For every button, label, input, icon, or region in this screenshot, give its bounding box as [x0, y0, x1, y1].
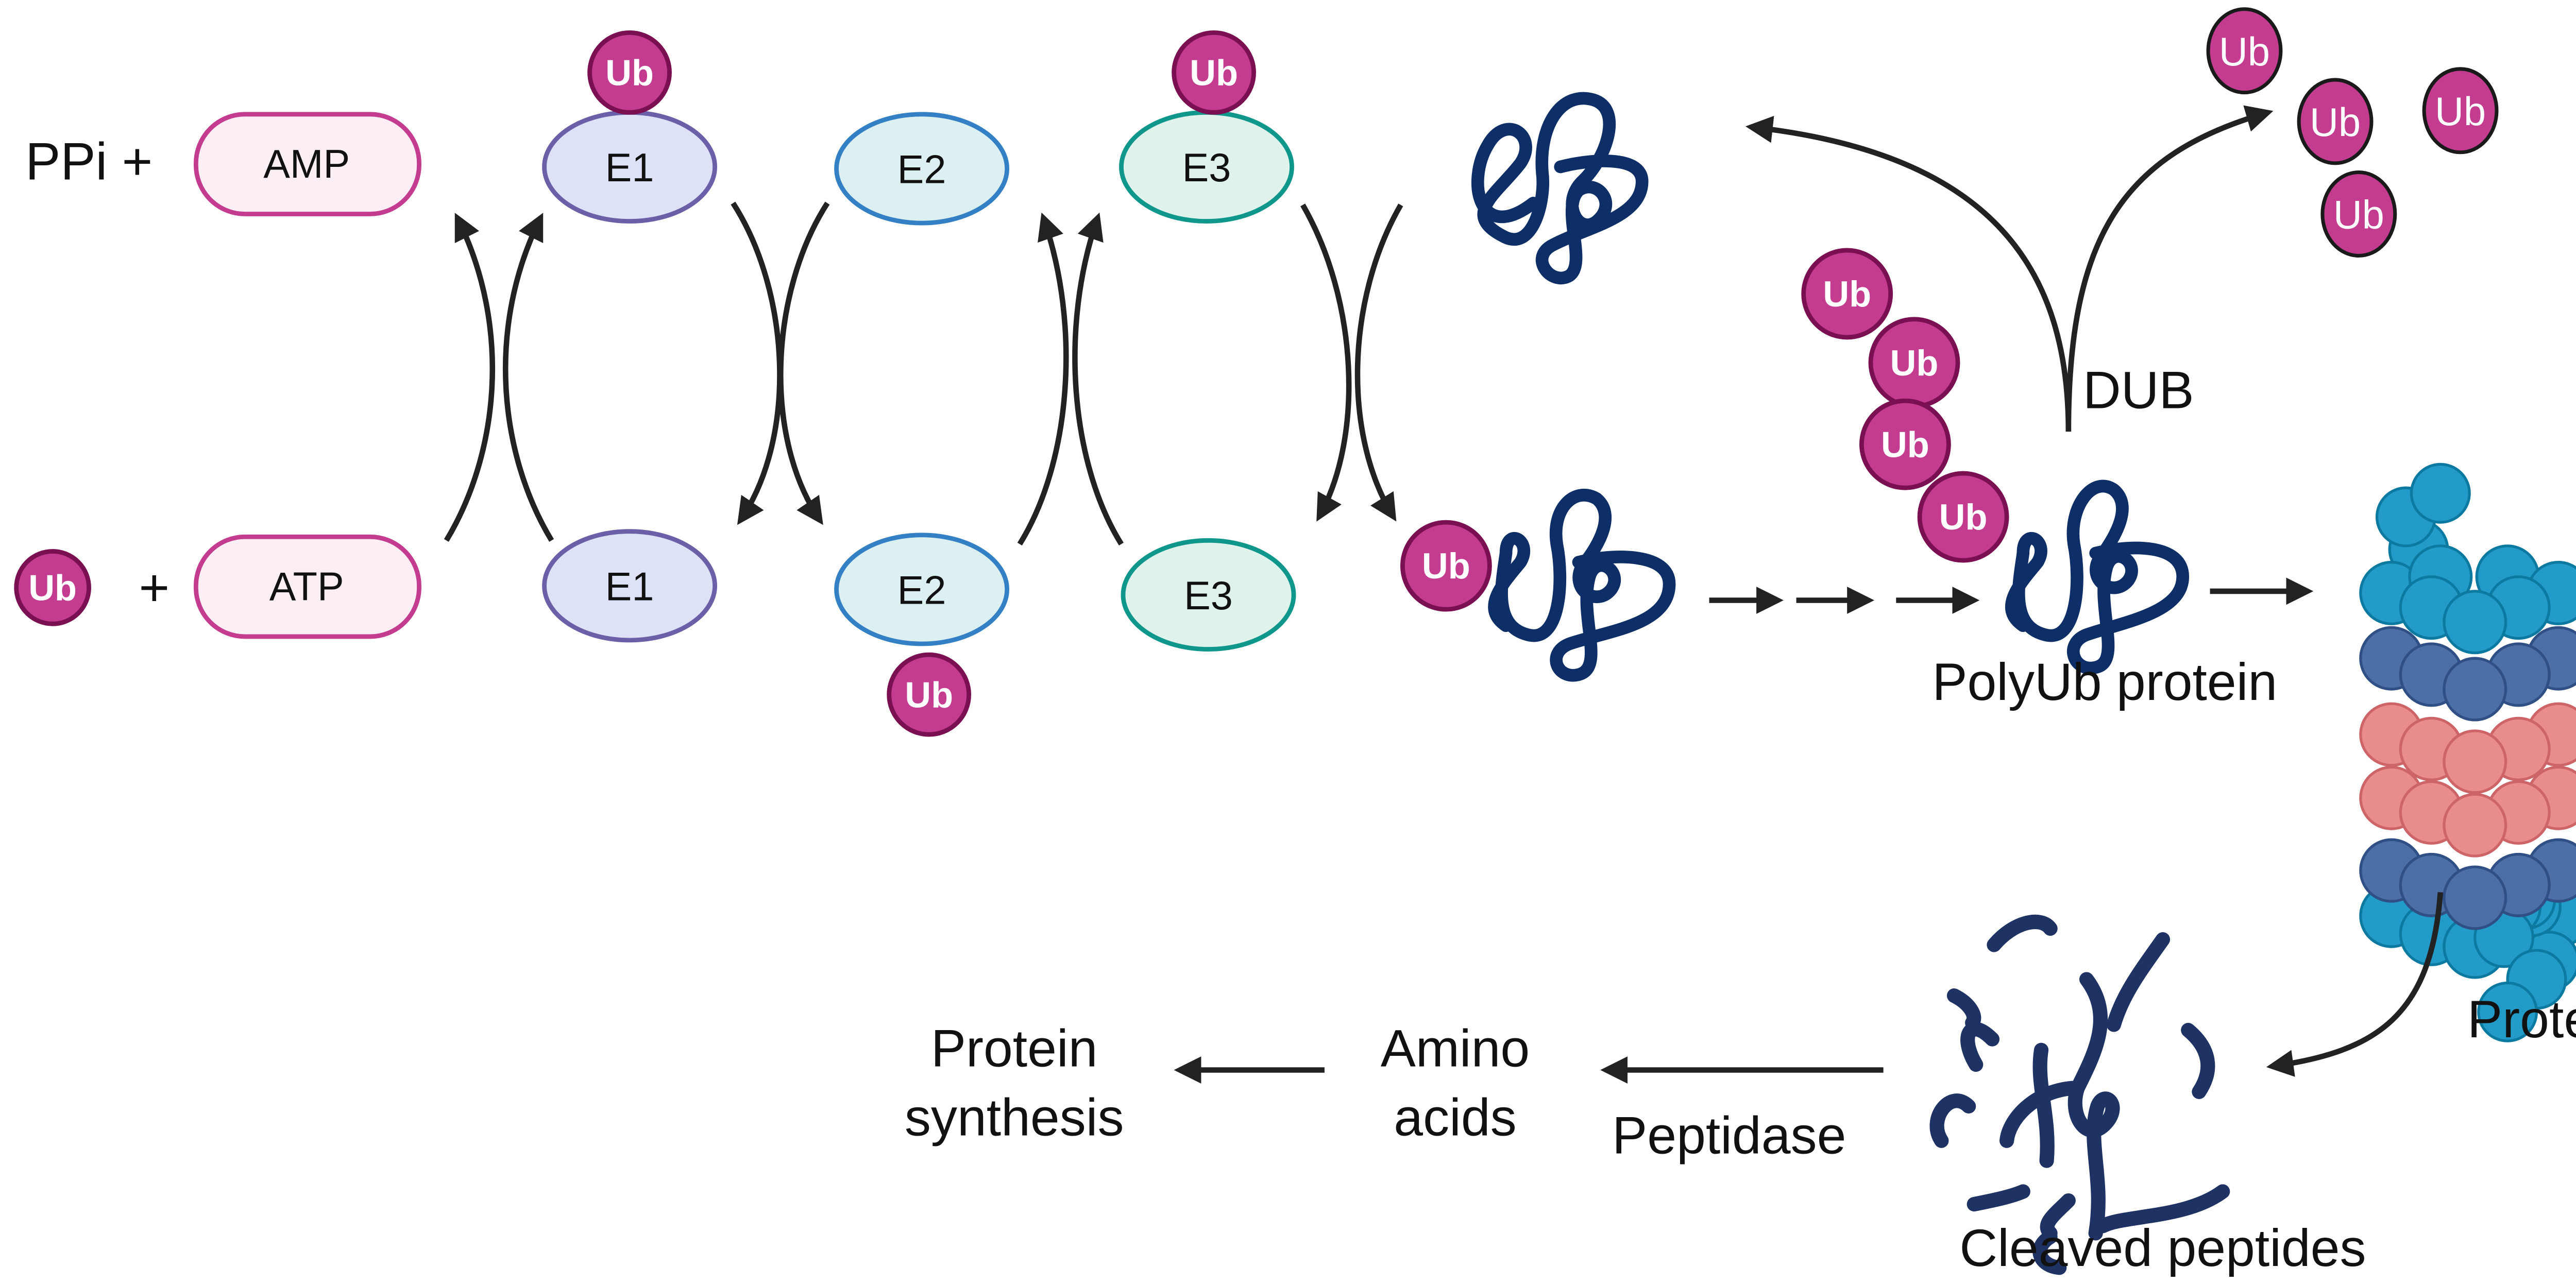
ub-label: Ub — [605, 53, 654, 93]
arrow-e1-activation — [502, 213, 554, 542]
e3-bottom-label: E3 — [1184, 574, 1233, 618]
arrow-dub-to-free-ub — [2065, 105, 2274, 432]
proteasome-label: Proteasome — [2467, 990, 2576, 1049]
substrate-protein-icon — [1471, 92, 1649, 285]
proteasome-alpha-bottom — [2359, 838, 2576, 930]
amp-node: AMP — [193, 112, 421, 216]
amp-label: AMP — [263, 142, 350, 186]
dub-label: DUB — [2083, 361, 2194, 419]
ub-protein: Ub — [1400, 489, 1676, 682]
e1-bottom-node: E1 — [542, 529, 717, 643]
e2-top-node: E2 — [834, 112, 1009, 226]
arrow-e3ub-to-e3 — [1300, 203, 1352, 522]
ub-label: Ub — [2310, 100, 2361, 145]
e3-top-node: E3 — [1119, 110, 1294, 224]
ub-label: Ub — [2435, 90, 2486, 134]
ub-label: Ub — [1190, 53, 1238, 93]
ub-label: Ub — [2333, 193, 2384, 237]
e2-bottom-label: E2 — [897, 569, 946, 613]
e1-top-node: E1 — [542, 110, 717, 224]
arrow-dub-to-protein — [1745, 115, 2072, 432]
proteasome-icon — [2359, 463, 2576, 1042]
arrow-e1ub-to-e1 — [731, 201, 783, 525]
peptidase-label: Peptidase — [1612, 1106, 1846, 1165]
proteasome-alpha-top — [2359, 626, 2576, 707]
e1-top-label: E1 — [605, 146, 654, 190]
e1-bottom-label: E1 — [605, 565, 654, 609]
proteasome-19s-top-front — [2399, 575, 2551, 655]
ub-label: Ub — [1823, 273, 1871, 314]
free-ubiquitins: Ub Ub Ub Ub — [2206, 7, 2499, 258]
polyub-protein-label: PolyUb protein — [1932, 653, 2277, 711]
cleaved-peptides-icon — [1929, 914, 2230, 1275]
e2-top-label: E2 — [897, 148, 946, 192]
protein-synthesis-label-line2: synthesis — [905, 1088, 1124, 1146]
ub-label: Ub — [905, 674, 953, 715]
protein-synthesis-label-line1: Protein — [931, 1019, 1098, 1077]
e3-ub: Ub — [1172, 30, 1256, 115]
cleaved-peptides-label: Cleaved peptides — [1959, 1219, 2366, 1277]
ub-label: Ub — [1939, 497, 1988, 537]
atp-node: ATP — [193, 534, 421, 639]
e2-ub: Ub — [887, 652, 972, 737]
arrow-e2-to-e2ub — [778, 201, 830, 525]
ub-label: Ub — [1890, 343, 1939, 383]
polyub-protein-icon — [2005, 480, 2190, 675]
e3-top-label: E3 — [1182, 146, 1231, 190]
ub-label: Ub — [1422, 545, 1470, 586]
e3-bottom-node: E3 — [1121, 538, 1296, 652]
arrow-protein-to-ubprotein — [1354, 203, 1403, 522]
arrow-e3-to-e3ub — [1072, 212, 1124, 546]
ppi-label: PPi + — [25, 132, 152, 191]
e1-ub: Ub — [587, 30, 672, 115]
ub-free-left: Ub — [14, 549, 91, 626]
e2-bottom-node: E2 — [834, 533, 1009, 646]
ub-label: Ub — [28, 568, 77, 608]
plus-label: + — [139, 558, 170, 617]
ub-label: Ub — [1881, 424, 1929, 465]
amino-acids-label-line2: acids — [1394, 1088, 1516, 1146]
polyub-chain: Ub Ub Ub Ub — [1801, 248, 2009, 563]
arrow-to-cleaved-peptides — [2266, 892, 2444, 1077]
atp-label: ATP — [269, 565, 344, 609]
arrow-e2ub-to-e2 — [1017, 212, 1069, 546]
ub-label: Ub — [2219, 30, 2270, 74]
amino-acids-label-line1: Amino — [1381, 1019, 1530, 1077]
proteasome-beta-rings — [2359, 702, 2576, 858]
arrow-atp-to-amp — [444, 213, 496, 542]
